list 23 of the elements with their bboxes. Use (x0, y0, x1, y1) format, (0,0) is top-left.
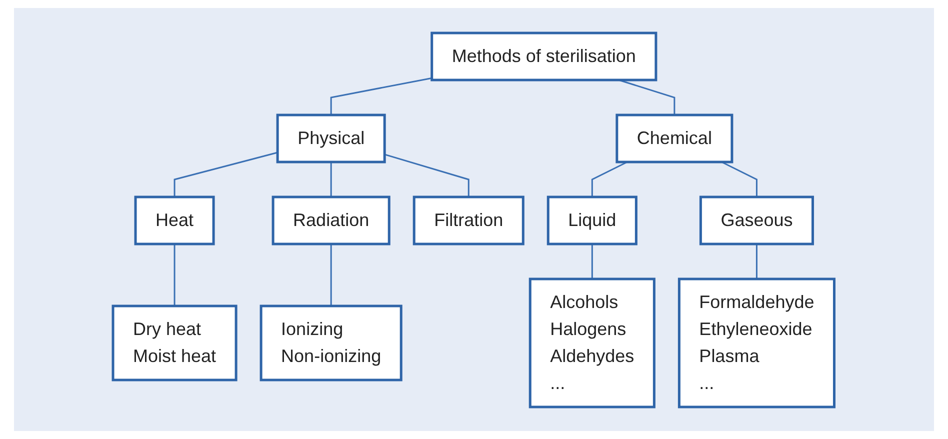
node-box: Ionizing Non-ionizing (260, 304, 403, 381)
node-box: Heat (134, 195, 216, 245)
node-box: Filtration (413, 195, 525, 245)
connector (618, 78, 676, 114)
connector (174, 151, 278, 196)
connector (330, 244, 332, 306)
connector (756, 244, 758, 278)
node-box: Methods of sterilisation (430, 31, 658, 81)
node-box: Gaseous (700, 195, 814, 245)
connector (330, 162, 332, 196)
connector (592, 160, 628, 196)
node-box: Chemical (616, 113, 734, 163)
connector (174, 244, 176, 306)
connector (330, 76, 432, 114)
node-box: Formaldehyde Ethyleneoxide Plasma ... (678, 277, 836, 408)
node-box: Alcohols Halogens Aldehydes ... (529, 277, 656, 408)
node-box: Physical (276, 113, 386, 163)
node-box: Radiation (272, 195, 391, 245)
connector (592, 244, 594, 278)
connector (722, 160, 758, 196)
node-box: Dry heat Moist heat (112, 304, 238, 381)
connector (384, 153, 470, 196)
node-box: Liquid (547, 195, 638, 245)
